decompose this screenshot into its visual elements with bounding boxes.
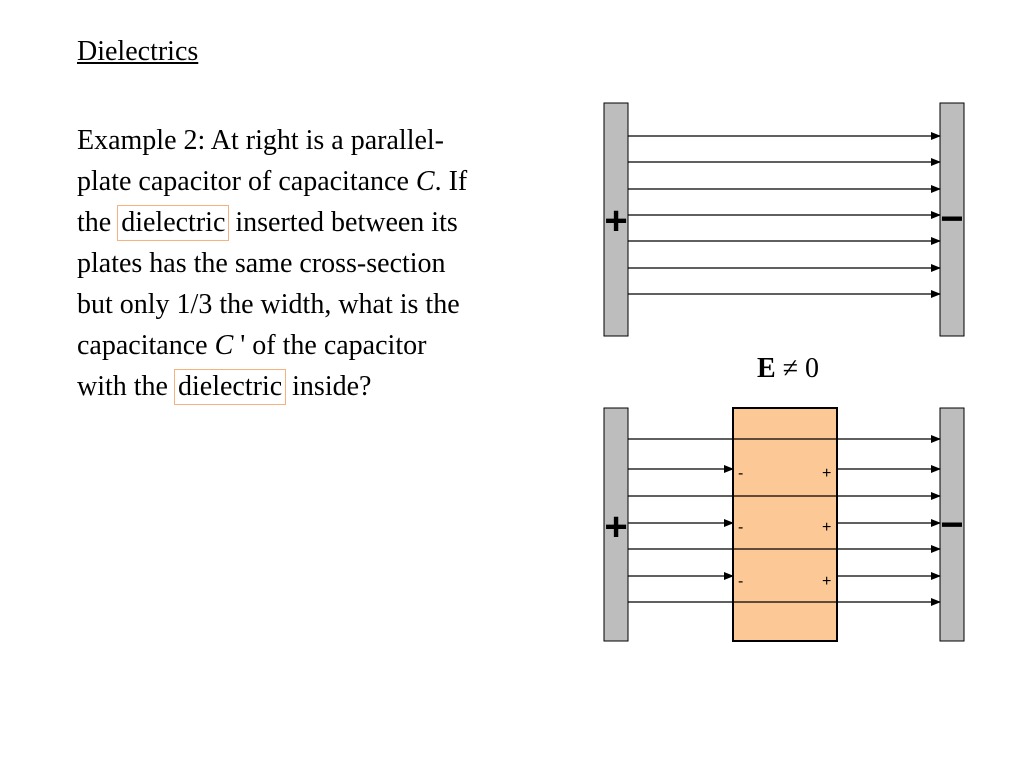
right-plate-top bbox=[939, 102, 965, 337]
induced-minus-charge: - bbox=[738, 519, 743, 536]
text-segment: inserted between its bbox=[228, 207, 458, 238]
induced-plus-charge: + bbox=[822, 573, 831, 590]
example-paragraph: Example 2: At right is a parallel- plate… bbox=[77, 120, 597, 407]
text-segment: plate capacitor of capacitance bbox=[77, 166, 416, 197]
paragraph-line-4: plates has the same cross-section bbox=[77, 243, 597, 284]
field-lines-bottom bbox=[628, 435, 941, 606]
capacitor-top: + − bbox=[603, 102, 965, 337]
plus-sign-top: + bbox=[604, 199, 627, 243]
induced-minus-charge: - bbox=[738, 465, 743, 482]
induced-charges: - + - + - + bbox=[738, 465, 831, 590]
field-symbol: E bbox=[757, 353, 776, 384]
paragraph-line-7: with the dielectric inside? bbox=[77, 366, 597, 407]
minus-sign-top: − bbox=[940, 197, 963, 241]
text-segment: with the bbox=[77, 371, 175, 402]
text-segment: capacitance bbox=[77, 330, 215, 361]
minus-sign-bottom: − bbox=[940, 503, 963, 547]
plus-sign-bottom: + bbox=[604, 505, 627, 549]
paragraph-line-3: the dielectric inserted between its bbox=[77, 202, 597, 243]
induced-minus-charge: - bbox=[738, 573, 743, 590]
field-relation: ≠ 0 bbox=[775, 353, 820, 384]
text-segment: Example 2: At right is a parallel- bbox=[77, 125, 445, 156]
field-label: E ≠ 0 bbox=[757, 353, 819, 385]
capacitance-prime-symbol: C bbox=[214, 330, 234, 361]
paragraph-line-6: capacitance C ' of the capacitor bbox=[77, 325, 597, 366]
capacitor-bottom: - + - + - + + − bbox=[603, 407, 965, 642]
highlighted-term-dielectric[interactable]: dielectric bbox=[117, 205, 230, 241]
paragraph-line-5: but only 1/3 the width, what is the bbox=[77, 284, 597, 325]
paragraph-line-2: plate capacitor of capacitance C. If bbox=[77, 161, 597, 202]
paragraph-line-1: Example 2: At right is a parallel- bbox=[77, 120, 597, 161]
field-lines-top bbox=[628, 132, 941, 298]
highlighted-term-dielectric[interactable]: dielectric bbox=[174, 369, 287, 405]
slide-title: Dielectrics bbox=[77, 36, 199, 67]
induced-plus-charge: + bbox=[822, 519, 831, 536]
induced-plus-charge: + bbox=[822, 465, 831, 482]
text-segment: inside? bbox=[285, 371, 372, 402]
capacitance-symbol: C bbox=[415, 166, 435, 197]
left-plate-top bbox=[603, 102, 629, 337]
text-segment: . If bbox=[434, 166, 468, 197]
text-segment: but only 1/3 the width, what is the bbox=[77, 289, 460, 320]
left-plate-bottom bbox=[603, 407, 629, 642]
text-segment: plates has the same cross-section bbox=[77, 248, 446, 279]
text-segment: ' of the capacitor bbox=[233, 330, 427, 361]
text-segment: the bbox=[77, 207, 119, 238]
